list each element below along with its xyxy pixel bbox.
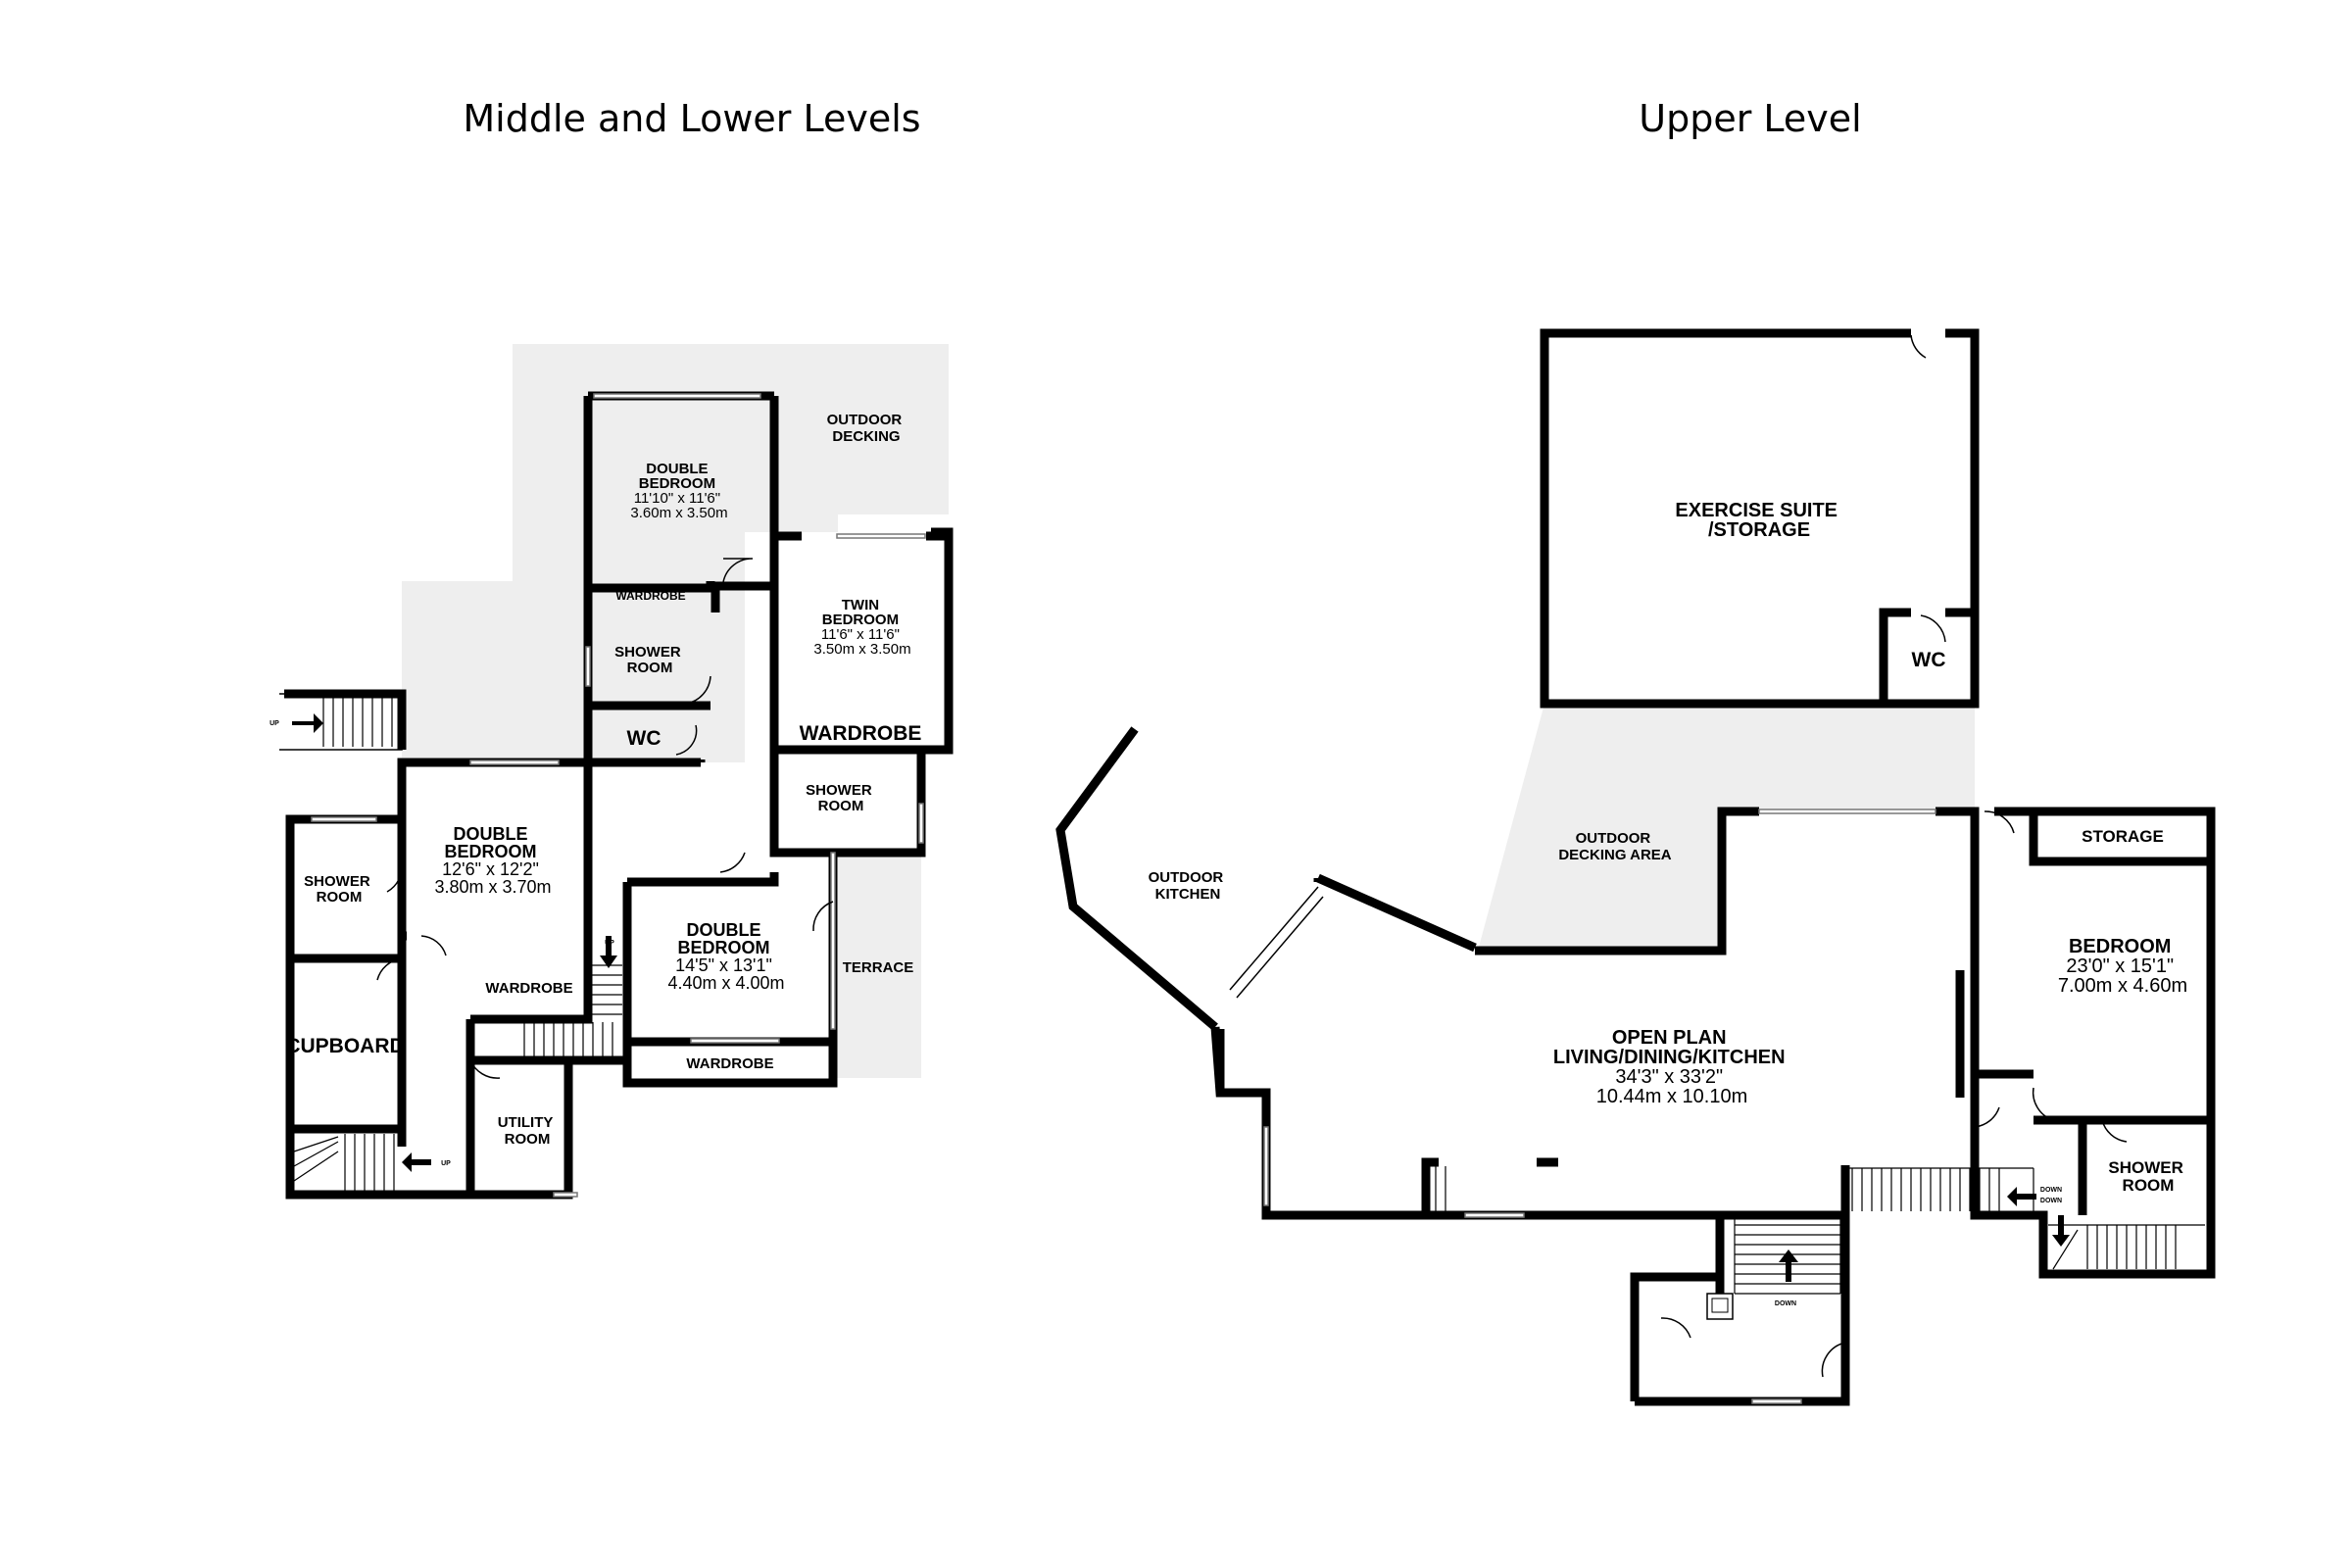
arrow-icon bbox=[2052, 1215, 2070, 1247]
label-wc-upper: WC bbox=[1912, 649, 1946, 671]
door-arc bbox=[1920, 614, 1946, 643]
wall-outdoor-kitchen bbox=[1055, 726, 1218, 1031]
wall-exercise-suite bbox=[1540, 328, 1980, 709]
label-open-plan: OPEN PLAN LIVING/DINING/KITCHEN 34'3" x … bbox=[1553, 1027, 1790, 1107]
door-arc bbox=[1910, 334, 1927, 359]
label-double-bedroom-3: DOUBLE BEDROOM 14'5" x 13'1" 4.40m x 4.0… bbox=[667, 920, 784, 993]
wall-left-block bbox=[285, 814, 573, 1200]
arrow-icon bbox=[1779, 1250, 1798, 1282]
door-arc bbox=[420, 935, 447, 956]
terrace-area bbox=[831, 853, 921, 1078]
door-arc bbox=[2101, 1119, 2128, 1143]
stairs-middle bbox=[523, 964, 622, 1056]
window bbox=[836, 533, 926, 539]
door-arc bbox=[469, 1059, 501, 1079]
window bbox=[1464, 1212, 1525, 1218]
label-shower-room-3: SHOWER ROOM bbox=[304, 873, 374, 906]
wall-corridor bbox=[588, 581, 774, 767]
label-bedroom: BEDROOM 23'0" x 15'1" 7.00m x 4.60m bbox=[2058, 936, 2187, 997]
label-double-bedroom-2: DOUBLE BEDROOM 12'6" x 12'2" 3.80m x 3.7… bbox=[434, 824, 551, 897]
window bbox=[690, 1038, 780, 1044]
window bbox=[593, 393, 761, 399]
door-arc bbox=[2032, 1087, 2054, 1121]
window bbox=[1263, 1126, 1269, 1206]
window bbox=[311, 816, 377, 822]
door-arc bbox=[812, 901, 834, 932]
label-shower-room-2: SHOWER ROOM bbox=[806, 782, 876, 814]
outdoor-decking-area bbox=[402, 344, 949, 762]
door-arc bbox=[1974, 1106, 2000, 1128]
door-arc bbox=[675, 724, 698, 756]
heading-upper-level: Upper Level bbox=[1639, 97, 1861, 140]
label-down-3: DOWN bbox=[2040, 1198, 2062, 1204]
label-wardrobe-twin: WARDROBE bbox=[800, 722, 922, 745]
label-up-1: UP bbox=[270, 720, 279, 727]
sink-basin bbox=[1711, 1298, 1729, 1313]
label-wardrobe-mid: WARDROBE bbox=[485, 980, 572, 997]
label-down-2: DOWN bbox=[2040, 1187, 2062, 1194]
door-arc bbox=[1660, 1317, 1691, 1339]
label-double-bedroom-1: DOUBLE BEDROOM 11'10" x 11'6" 3.60m x 3.… bbox=[630, 461, 727, 521]
label-outdoor-decking-area: OUTDOOR DECKING AREA bbox=[1558, 830, 1671, 863]
sliding-door bbox=[1236, 896, 1324, 999]
wall-entrance bbox=[1630, 1210, 1850, 1406]
label-storage: STORAGE bbox=[2082, 827, 2164, 846]
wall-open-plan-bottom bbox=[1970, 807, 2216, 1279]
stairs-bottom-left bbox=[293, 1134, 395, 1191]
label-up-2: UP bbox=[605, 940, 614, 947]
arrow-icon bbox=[402, 1152, 431, 1172]
window bbox=[469, 760, 560, 765]
door-arc bbox=[386, 861, 403, 893]
heading-middle-lower-levels: Middle and Lower Levels bbox=[463, 97, 920, 140]
door-arc bbox=[719, 852, 746, 873]
label-wardrobe-small: WARDROBE bbox=[615, 589, 685, 603]
door-arc bbox=[1821, 1342, 1846, 1378]
sink-icon bbox=[1706, 1293, 1734, 1320]
label-wc-left: WC bbox=[627, 727, 662, 750]
wall-open-plan-top bbox=[1316, 807, 1980, 1165]
stairs-kitchen-front bbox=[1435, 1166, 1446, 1211]
label-shower-room-upper: SHOWER ROOM bbox=[2108, 1158, 2187, 1195]
door-arc bbox=[376, 957, 403, 981]
door-arc bbox=[722, 558, 754, 583]
arrow-icon bbox=[292, 713, 323, 733]
middle-lower-plan: OUTDOOR DECKING DOUBLE BEDROOM 11'10" x … bbox=[270, 344, 954, 1200]
door-arc bbox=[685, 675, 711, 705]
label-down-1: DOWN bbox=[1775, 1300, 1796, 1307]
label-up-3: UP bbox=[441, 1160, 451, 1167]
arrow-icon bbox=[2007, 1187, 2036, 1206]
label-utility-room: UTILITY ROOM bbox=[498, 1114, 558, 1148]
upper-plan: EXERCISE SUITE /STORAGE WC OUTDOOR DECKI… bbox=[1055, 328, 2216, 1406]
label-exercise-suite: EXERCISE SUITE /STORAGE bbox=[1675, 500, 1842, 541]
window bbox=[830, 852, 836, 1030]
wall-bedroom-inner bbox=[1975, 1069, 2216, 1274]
wall-double3 bbox=[622, 853, 838, 1088]
window bbox=[553, 1192, 578, 1198]
window bbox=[918, 803, 924, 844]
wall-shower2 bbox=[769, 750, 926, 858]
label-cupboard: CUPBOARD bbox=[285, 1035, 404, 1057]
wall-utility bbox=[466, 1014, 627, 1195]
label-shower-room-1: SHOWER ROOM bbox=[614, 644, 685, 676]
label-twin-bedroom: TWIN BEDROOM 11'6" x 11'6" 3.50m x 3.50m bbox=[813, 597, 910, 658]
outdoor-decking-area-upper bbox=[1478, 704, 1975, 951]
wall-ladder bbox=[1421, 1157, 1558, 1215]
window bbox=[1758, 808, 1936, 814]
label-terrace: TERRACE bbox=[843, 959, 914, 976]
wall-split bbox=[1215, 878, 1323, 1093]
stairs-upper-right bbox=[1849, 1167, 2034, 1211]
label-outdoor-decking: OUTDOOR DECKING bbox=[827, 412, 906, 445]
label-wardrobe-bottom: WARDROBE bbox=[686, 1055, 773, 1072]
label-outdoor-kitchen: OUTDOOR KITCHEN bbox=[1149, 869, 1228, 903]
sliding-door bbox=[1229, 886, 1319, 991]
stair-wall-top bbox=[284, 689, 407, 750]
window bbox=[585, 646, 591, 687]
stairs-upper-far-right bbox=[2048, 1224, 2205, 1270]
window bbox=[1751, 1398, 1802, 1404]
arrow-icon bbox=[600, 936, 617, 968]
door-arc bbox=[1984, 810, 2015, 834]
stairs-top-left bbox=[322, 698, 393, 747]
